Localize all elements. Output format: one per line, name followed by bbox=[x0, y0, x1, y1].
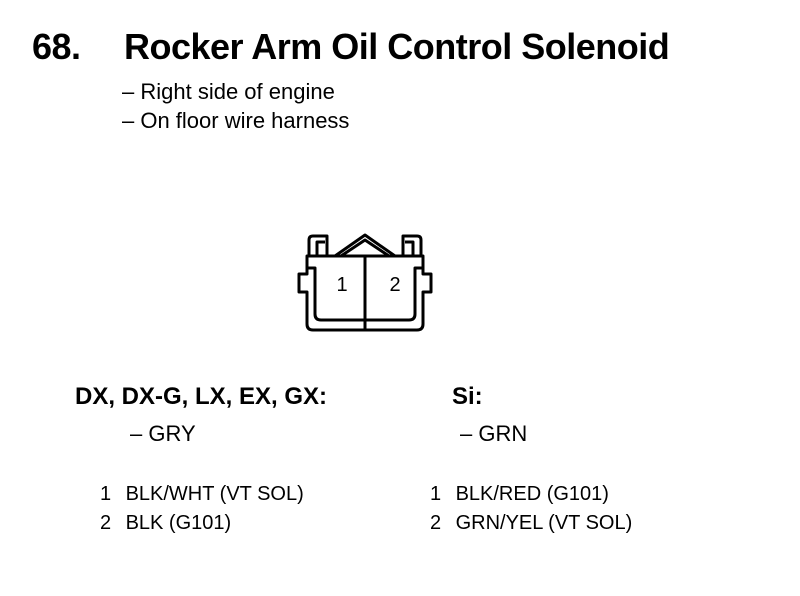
location-line-1: – Right side of engine bbox=[122, 79, 335, 104]
pin-row: 1 BLK/RED (G101) bbox=[430, 483, 609, 506]
pin-number: 1 bbox=[100, 483, 112, 505]
left-latch bbox=[307, 234, 329, 256]
pin-number: 2 bbox=[430, 512, 442, 534]
wire-label: BLK/WHT (VT SOL) bbox=[125, 483, 304, 505]
connector-color-right: – GRN bbox=[460, 421, 528, 446]
item-number: 68. bbox=[32, 26, 81, 67]
connector-body bbox=[297, 254, 433, 332]
key-roof bbox=[334, 233, 396, 258]
pin-row: 1 BLK/WHT (VT SOL) bbox=[100, 483, 304, 506]
connector-color-left: – GRY bbox=[130, 421, 196, 446]
wire-label: BLK (G101) bbox=[125, 512, 232, 534]
connector-diagram: 1 2 bbox=[297, 233, 433, 332]
pin-number: 1 bbox=[430, 483, 442, 505]
wire-label: GRN/YEL (VT SOL) bbox=[455, 512, 633, 534]
pin-row: 2 GRN/YEL (VT SOL) bbox=[430, 512, 632, 535]
connector-pin-1-label: 1 bbox=[336, 274, 347, 296]
location-line-2: – On floor wire harness bbox=[122, 108, 350, 133]
wire-label: BLK/RED (G101) bbox=[455, 483, 609, 505]
pin-row: 2 BLK (G101) bbox=[100, 512, 231, 535]
models-heading-left: DX, DX-G, LX, EX, GX: bbox=[75, 383, 328, 410]
connector-pin-2-label: 2 bbox=[389, 274, 400, 296]
pin-number: 2 bbox=[100, 512, 112, 534]
models-heading-right: Si: bbox=[452, 383, 483, 410]
right-latch bbox=[401, 234, 423, 256]
page-title: Rocker Arm Oil Control Solenoid bbox=[124, 26, 670, 67]
